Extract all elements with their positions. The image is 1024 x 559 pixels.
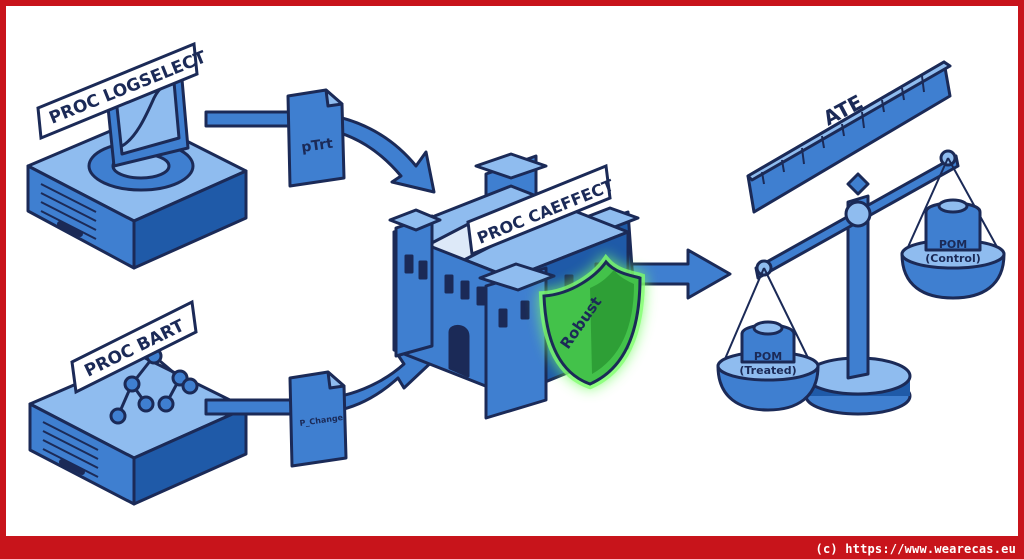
- pchange-document-icon: P_Change: [288, 370, 348, 468]
- tree-icon: [109, 347, 199, 425]
- pom-treated-line1: POM: [754, 350, 782, 363]
- copyright-footer: (c) https://www.wearecas.eu: [815, 542, 1016, 556]
- ptrt-document-label: pTrt: [300, 136, 334, 156]
- pan-treated: POM (Treated): [716, 320, 820, 412]
- ate-ruler: ATE: [746, 60, 952, 214]
- workflow-diagram: PROC LOGSELECT PROC BART: [26, 41, 1006, 506]
- pom-control-line1: POM: [939, 238, 967, 251]
- ptrt-document-icon: pTrt: [286, 88, 346, 188]
- diagram-canvas: PROC LOGSELECT PROC BART: [6, 6, 1018, 536]
- pom-control-line2: (Control): [925, 252, 981, 265]
- pom-treated-line2: (Treated): [739, 364, 796, 377]
- gear-monitor-icon: [87, 66, 195, 192]
- pan-control: POM (Control): [900, 198, 1006, 300]
- balance-scale: [721, 149, 1003, 416]
- robust-shield-icon: Robust: [538, 253, 646, 390]
